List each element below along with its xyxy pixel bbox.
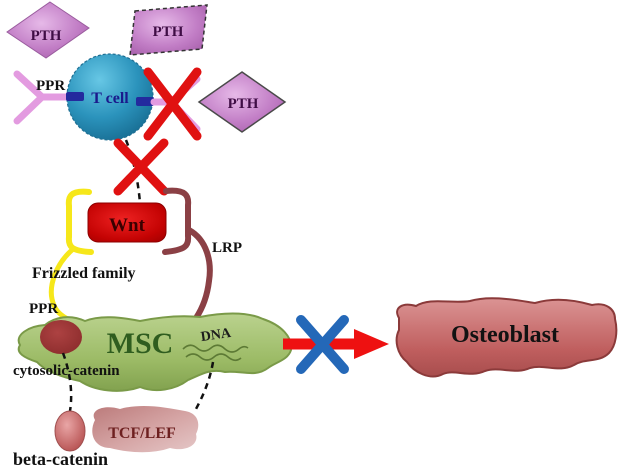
ppr-top-label: PPR <box>36 78 65 94</box>
receptor-y-shape <box>13 70 70 125</box>
osteoblast-body <box>395 297 618 378</box>
msc-cell: MSC DNA <box>17 312 293 392</box>
t-cell: T cell <box>66 53 154 141</box>
pth-diamond-shape <box>6 1 90 59</box>
tcf-lef-body <box>92 405 199 453</box>
pth-molecule-top-left: PTH <box>6 1 90 59</box>
dna-label: DNA <box>200 326 233 345</box>
frizzled-family-label: Frizzled family <box>32 265 136 282</box>
osteoblast-label: Osteoblast <box>451 322 559 348</box>
pth-diamond-shape <box>197 71 287 133</box>
beta-catenin-label: beta-catenin <box>13 449 108 469</box>
pth-molecule-right: PTH <box>197 71 287 133</box>
t-cell-label: T cell <box>91 90 129 107</box>
cytosolic-catenin-label: cytosolic-catenin <box>13 363 120 379</box>
blocked-x <box>296 315 349 374</box>
osteoblast-cell: Osteoblast <box>395 297 618 378</box>
tcf-lef-label: TCF/LEF <box>108 425 176 442</box>
wnt-box <box>87 202 167 243</box>
ppr-bottom-label: PPR <box>29 301 58 317</box>
cytosolic-catenin-circle <box>40 320 82 354</box>
arrow-head <box>354 329 389 359</box>
ppr-receptor-left <box>13 70 70 125</box>
t-cell-to-wnt-connector <box>124 139 142 204</box>
lrp-label: LRP <box>212 240 242 256</box>
beta-catenin-oval <box>54 410 86 452</box>
t-cell-body <box>66 53 154 141</box>
dna-squiggle-1 <box>182 344 249 353</box>
frizzled-curve <box>48 247 75 321</box>
dna-to-tcf-connector <box>194 361 215 410</box>
red-x-icon <box>143 67 202 141</box>
red-x-icon <box>113 138 169 196</box>
lrp-curve <box>186 227 213 321</box>
pth-label: PTH <box>31 28 62 44</box>
wnt-ligand: Wnt <box>87 202 167 243</box>
pth-molecule-top-mid: PTH <box>129 4 208 56</box>
membrane-bar-right <box>136 97 154 106</box>
tcf-lef-complex: TCF/LEF <box>92 405 199 453</box>
catenin-to-beta-connector <box>61 352 73 412</box>
wnt-label: Wnt <box>109 215 146 236</box>
inhibit-x-receptor <box>143 67 202 141</box>
blue-x-icon <box>296 315 349 374</box>
msc-body <box>17 312 293 392</box>
pth-parallelogram-shape <box>129 4 208 56</box>
frizzled-bracket <box>65 188 94 255</box>
membrane-bar-left <box>66 92 84 101</box>
pth-label: PTH <box>153 24 184 40</box>
lrp-bracket <box>162 187 192 255</box>
pth-label: PTH <box>228 96 259 112</box>
inhibit-x-wnt <box>113 138 169 196</box>
msc-label: MSC <box>107 327 174 360</box>
dna-squiggle-2 <box>185 353 242 362</box>
